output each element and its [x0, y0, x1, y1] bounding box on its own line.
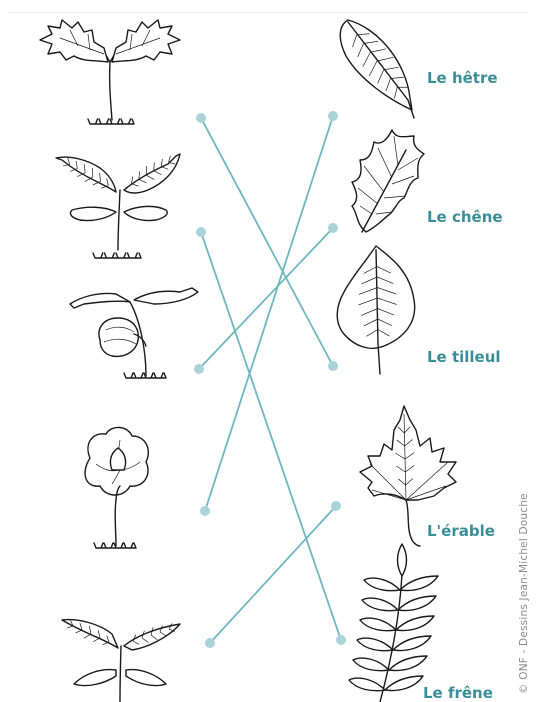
seedling-round-cotyledons-drawing: [85, 427, 148, 548]
seedling-lobed-leaves-drawing: [40, 20, 180, 124]
match-line: [210, 506, 336, 643]
match-line: [201, 118, 333, 366]
right-connector-dot[interactable]: [328, 223, 338, 233]
match-line: [205, 116, 333, 511]
right-connector-dot[interactable]: [331, 501, 341, 511]
label-le-hetre: Le hêtre: [427, 69, 498, 87]
left-connector-dot[interactable]: [196, 227, 206, 237]
leaf-oak-drawing: [352, 130, 424, 232]
seedling-serrated-leaves-drawing: [56, 154, 180, 258]
label-le-frene: Le frêne: [423, 684, 493, 702]
match-line: [199, 228, 333, 369]
match-lines-layer: [199, 116, 341, 643]
leaf-linden-drawing: [337, 246, 414, 374]
match-dots-layer: [194, 111, 346, 648]
left-connector-dot[interactable]: [205, 638, 215, 648]
label-l-erable: L'érable: [427, 522, 495, 540]
drawings-layer: [40, 20, 456, 702]
right-connector-dot[interactable]: [336, 635, 346, 645]
copyright-credit: © ONF - Dessins Jean-Michel Douche: [518, 493, 530, 694]
seedling-small-leaves-drawing: [62, 620, 180, 702]
right-connector-dot[interactable]: [328, 111, 338, 121]
seedling-acorn-drawing: [70, 288, 198, 378]
leaf-ash-drawing: [349, 544, 438, 702]
right-connector-dot[interactable]: [328, 361, 338, 371]
left-connector-dot[interactable]: [196, 113, 206, 123]
left-connector-dot[interactable]: [200, 506, 210, 516]
left-connector-dot[interactable]: [194, 364, 204, 374]
label-le-tilleul: Le tilleul: [427, 348, 501, 366]
label-le-chene: Le chêne: [427, 208, 503, 226]
leaf-beech-drawing: [340, 20, 414, 118]
